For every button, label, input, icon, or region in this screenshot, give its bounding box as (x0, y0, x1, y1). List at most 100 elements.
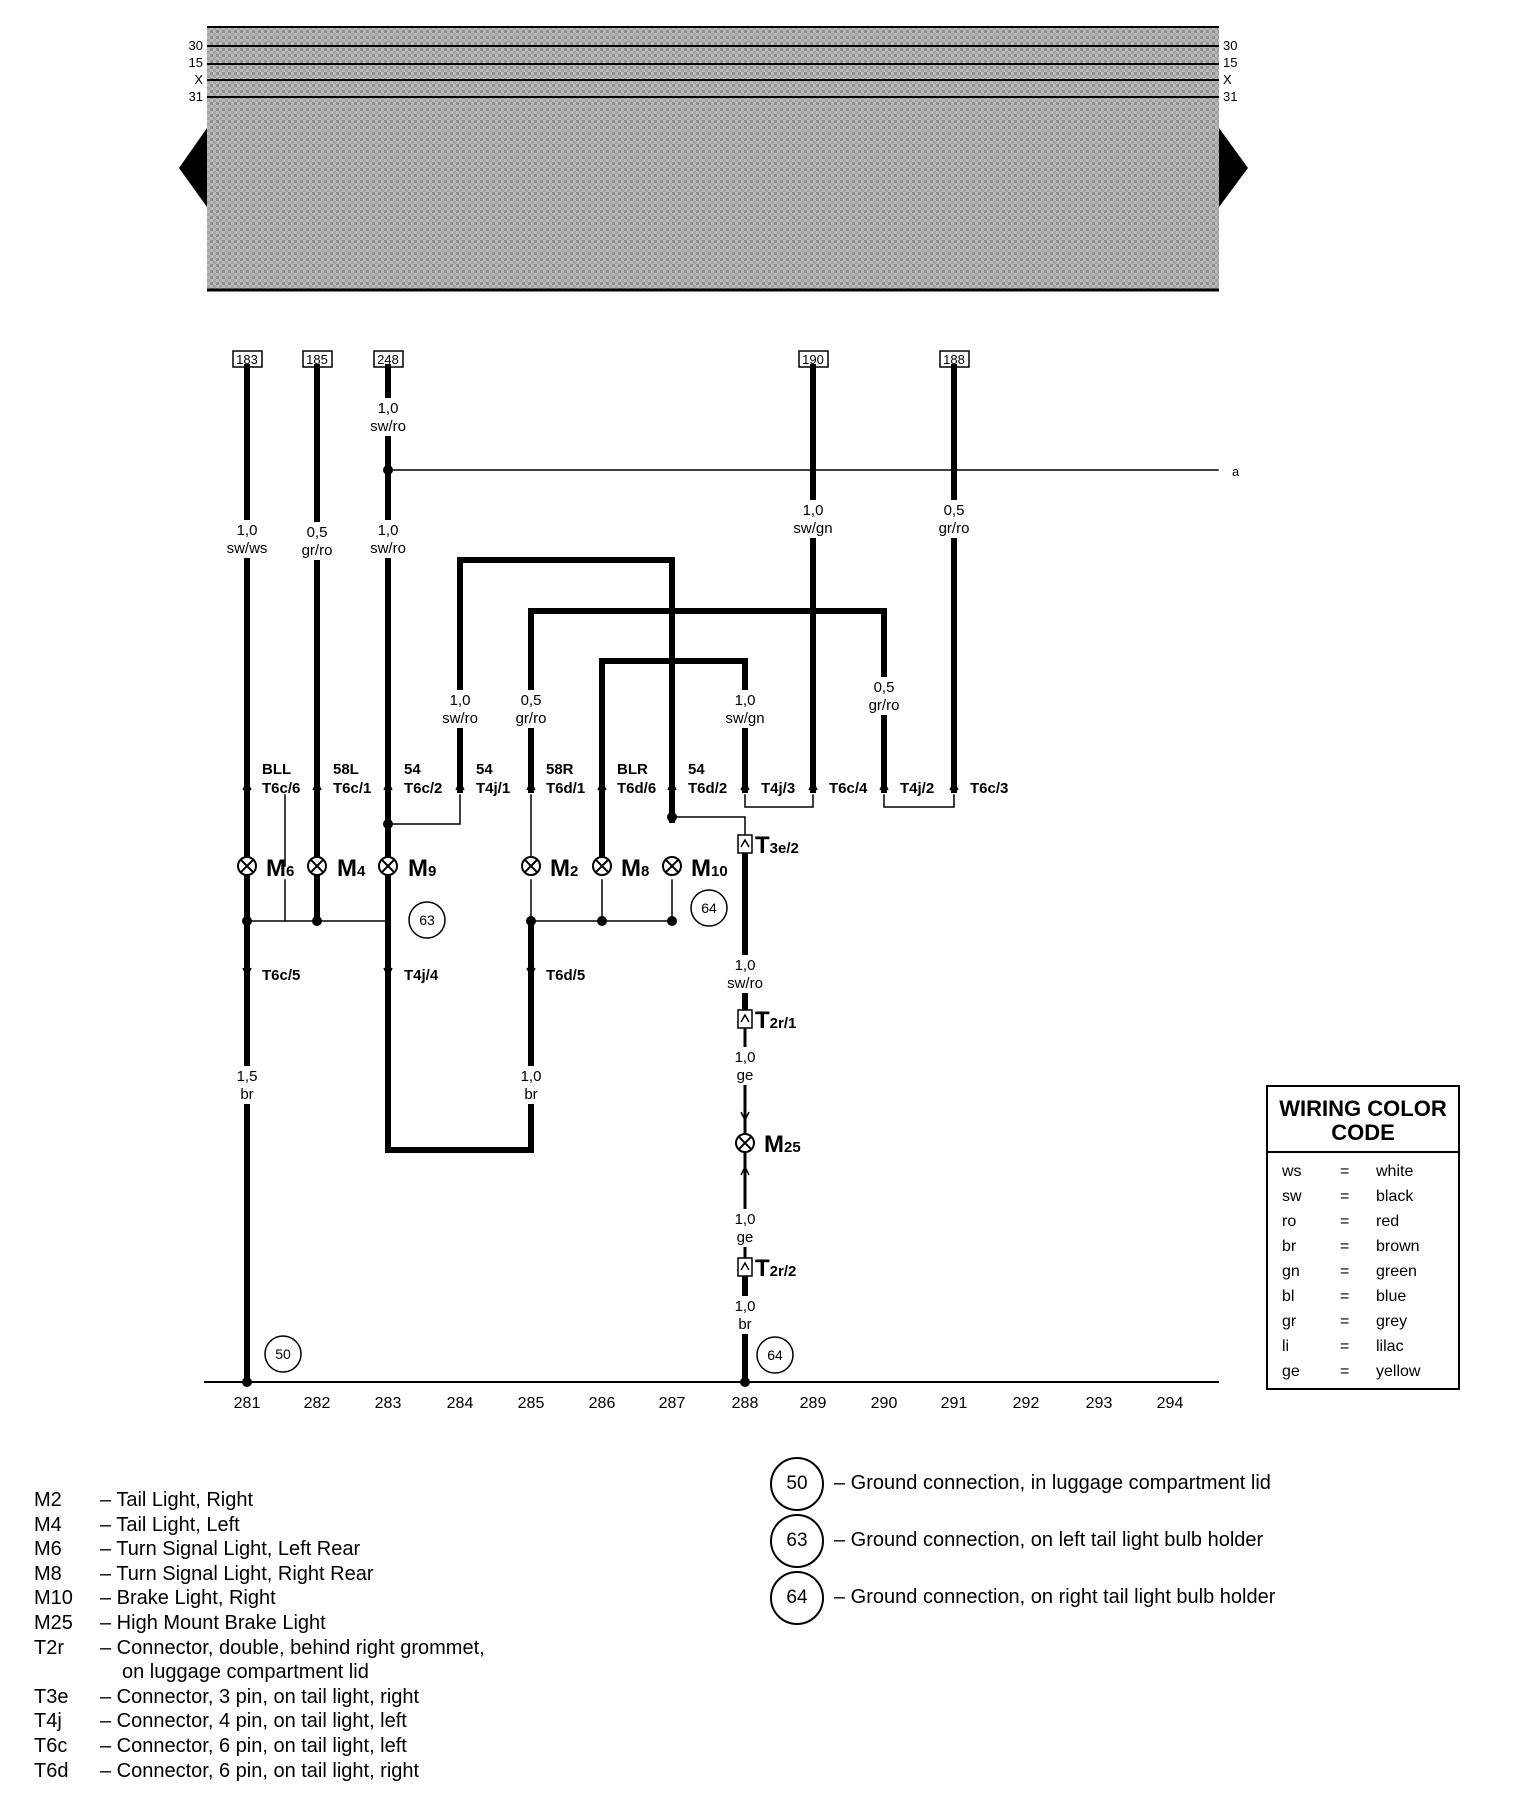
wire-color: ge (737, 1229, 754, 1246)
terminal-fn: 54 (688, 761, 705, 778)
terminal-pin: T6c/1 (333, 780, 371, 797)
ground-legend-row: 64 – Ground connection, on right tail li… (770, 1569, 1275, 1626)
wire-color: sw/gn (793, 520, 832, 537)
panel-left-arrow (179, 128, 207, 207)
color-code-row: br=brown (1268, 1234, 1458, 1259)
wire-284-loop (457, 557, 675, 823)
ground-circle-icon: 64 (770, 1570, 824, 1625)
connector-label: T2r/2 (755, 1255, 796, 1282)
legend-text: – Connector, 6 pin, on tail light, left (100, 1734, 407, 1757)
legend-text: – High Mount Brake Light (100, 1611, 326, 1634)
wire-gauge: 1,0 (378, 522, 399, 539)
wire-color: gr/ro (516, 710, 547, 727)
terminal-fn: 54 (476, 761, 493, 778)
color-abbrev: sw (1282, 1187, 1302, 1205)
lamp-label-m8: M8 (621, 855, 649, 882)
color-name: black (1376, 1187, 1414, 1205)
legend-row: T4j – Connector, 4 pin, on tail light, le… (34, 1709, 485, 1734)
wire-color: br (240, 1086, 253, 1103)
color-code-row: ws=white (1268, 1159, 1458, 1184)
legend-row: M25– High Mount Brake Light (34, 1611, 485, 1636)
track-number: 287 (659, 1395, 686, 1412)
legend-code: T6d (34, 1759, 69, 1782)
legend-row: M6 – Turn Signal Light, Left Rear (34, 1537, 485, 1562)
ground-legend-text: – Ground connection, on left tail light … (834, 1529, 1264, 1551)
color-code-row: ro=red (1268, 1209, 1458, 1234)
legend-row: M4– Tail Light, Left (34, 1513, 485, 1538)
color-name: lilac (1376, 1337, 1404, 1355)
terminal-pin: T6c/2 (404, 780, 442, 797)
connector-label: T3e/2 (755, 832, 799, 859)
legend-text: on luggage compartment lid (122, 1661, 369, 1684)
terminal-arrows (242, 780, 959, 1176)
legend-row: T6c– Connector, 6 pin, on tail light, le… (34, 1734, 485, 1759)
ground-50-icon (264, 1335, 302, 1373)
track-number: 285 (518, 1395, 545, 1412)
equals-sign: = (1340, 1337, 1350, 1355)
color-abbrev: gr (1282, 1312, 1297, 1330)
legend-code: T2r (34, 1636, 64, 1659)
ground-63-icon (408, 901, 446, 939)
color-code-row: li=lilac (1268, 1334, 1458, 1359)
branch-ref-a: a (1232, 464, 1240, 479)
color-name: grey (1376, 1312, 1408, 1330)
wire-gauge: 1,0 (237, 522, 258, 539)
wire-288-289-link (744, 794, 814, 808)
track-number: 282 (304, 1395, 331, 1412)
lower-pin: T6d/5 (546, 967, 585, 984)
legend-code: T4j (34, 1710, 62, 1733)
wire-color: sw/ro (442, 710, 478, 727)
color-code-row: gn=green (1268, 1259, 1458, 1284)
equals-sign: = (1340, 1262, 1350, 1280)
bus-label-right: 31 (1223, 89, 1237, 104)
terminal-pin: T6d/1 (546, 780, 585, 797)
track-number: 288 (732, 1395, 759, 1412)
legend-code: M2 (34, 1489, 62, 1511)
track-number: 286 (589, 1395, 616, 1412)
ground-64-icon (690, 889, 728, 927)
legend-text: – Connector, 4 pin, on tail light, left (100, 1710, 407, 1733)
color-abbrev: ge (1282, 1362, 1300, 1380)
lamp-label-m25: M25 (764, 1131, 801, 1158)
connector-t2r2-icon (737, 1257, 753, 1277)
connector-t3e-icon (737, 834, 753, 854)
lamp-labels: M6 M4 M9 M2 M8 M10 M25 (266, 855, 801, 1158)
equals-sign: = (1340, 1237, 1350, 1255)
track-numbers: 281 282 283 284 285 286 287 288 289 290 … (234, 1395, 1184, 1412)
wire-gauge: 1,0 (735, 1211, 756, 1228)
terminal-pin: T4j/1 (476, 780, 510, 797)
ground-legend-text: – Ground connection, on right tail light… (834, 1586, 1276, 1608)
track-number: 283 (375, 1395, 402, 1412)
lamp-m10-icon (662, 856, 682, 876)
legend-code: M8 (34, 1562, 62, 1585)
wire-gauge: 0,5 (944, 502, 965, 519)
bus-label-right: 30 (1223, 38, 1237, 53)
ref-label: 190 (802, 352, 824, 367)
ref-label: 188 (943, 352, 965, 367)
wire-gauge: 1,0 (735, 692, 756, 709)
legend-code: M6 (34, 1538, 62, 1561)
color-code-row: gr=grey (1268, 1309, 1458, 1334)
legend-text: – Brake Light, Right (100, 1587, 276, 1610)
terminal-fn: 58L (333, 761, 359, 778)
wire-285-loop (528, 608, 887, 793)
legend-code (34, 1660, 100, 1685)
wire-color: gr/ro (869, 697, 900, 714)
legend-row: on luggage compartment lid (34, 1660, 485, 1685)
equals-sign: = (1340, 1212, 1350, 1230)
ground-circle-icon: 50 (770, 1456, 824, 1511)
legend-text: – Turn Signal Light, Left Rear (100, 1538, 361, 1561)
wire-287-288-link (671, 816, 746, 839)
color-name: green (1376, 1262, 1417, 1280)
track-number: 293 (1086, 1395, 1113, 1412)
terminal-pin: T6c/4 (829, 780, 868, 797)
lamp-symbols (237, 856, 755, 1153)
wire-gauge: 1,0 (735, 1049, 756, 1066)
wire-labels: 1,0 sw/ro 1,0 sw/ws 0,5 gr/ro 1,0 sw/ro … (224, 398, 973, 1334)
wire-gauge: 0,5 (874, 679, 895, 696)
terminal-fn: 58R (546, 761, 574, 778)
wire-color: ge (737, 1067, 754, 1084)
lamp-label-m10: M10 (691, 855, 728, 882)
lamp-m4-icon (307, 856, 327, 876)
